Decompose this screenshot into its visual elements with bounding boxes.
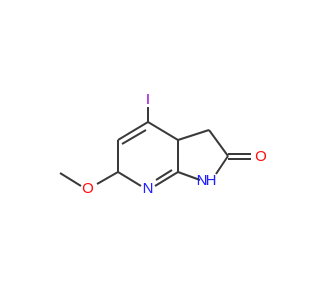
bond-c5-c5-inner	[121, 129, 147, 145]
bond-c6-n7	[117, 171, 142, 187]
bond-lines	[59, 107, 251, 187]
amide-hydrogen-label: H	[206, 172, 217, 189]
iodine-atom-label: I	[146, 91, 150, 108]
bond-n7-c7a	[154, 171, 179, 187]
carbonyl-oxygen-label: O	[255, 148, 267, 165]
structure-diagram: I O N N H O	[59, 91, 267, 197]
bond-c6-oxygen	[96, 171, 119, 185]
bond-c3-c2	[208, 129, 229, 157]
bond-c3a-c3	[177, 129, 210, 141]
ring-nitrogen-label: N	[143, 180, 154, 197]
amide-nitrogen-label: N	[197, 172, 208, 189]
molecule-drawing: I O N N H O	[59, 91, 267, 197]
bond-n7-c7a-inner	[155, 169, 173, 181]
bond-c4-c5	[117, 121, 149, 141]
bond-c2-n1	[215, 155, 229, 175]
methoxy-oxygen-label: O	[82, 180, 94, 197]
bond-oxygen-methyl	[59, 172, 82, 187]
bond-n1-c7a	[177, 171, 201, 181]
bond-c3a-c4	[147, 121, 179, 141]
